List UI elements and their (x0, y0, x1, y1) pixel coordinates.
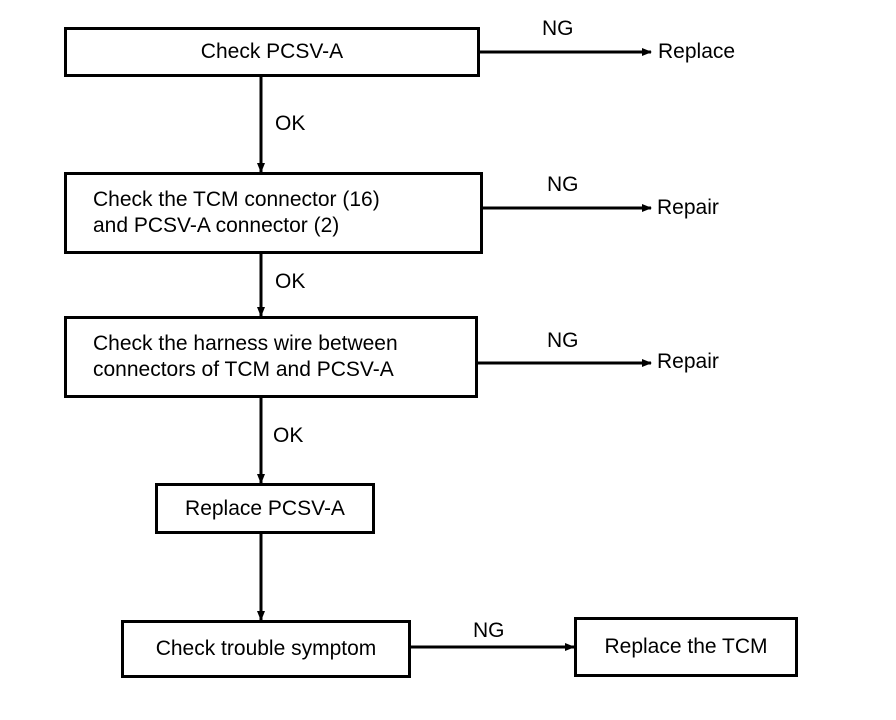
step-check-trouble-symptom: Check trouble symptom (121, 620, 411, 678)
step-check-trouble-symptom-text: Check trouble symptom (155, 637, 377, 660)
step-replace-tcm-text: Replace the TCM (604, 635, 768, 658)
step-check-pcsv-a-text: Check PCSV-A (200, 40, 344, 63)
step-replace-tcm: Replace the TCM (574, 617, 798, 677)
step-check-connectors-line2: and PCSV-A connector (2) (93, 214, 340, 237)
edge-label-ok-2: OK (275, 270, 306, 293)
step-check-harness: Check the harness wire between connector… (64, 316, 478, 398)
edge-label-ok-3: OK (273, 424, 304, 447)
step-check-connectors: Check the TCM connector (16) and PCSV-A … (64, 172, 483, 254)
step-replace-pcsv-a-text: Replace PCSV-A (185, 496, 345, 520)
edge-label-ok-1: OK (275, 112, 306, 135)
edge-label-ng-2: NG (547, 173, 579, 196)
step-check-connectors-line1: Check the TCM connector (16) (93, 188, 380, 211)
edge-label-ng-4: NG (473, 619, 505, 642)
edge-label-ng-1: NG (542, 17, 574, 40)
outcome-replace: Replace (658, 40, 736, 63)
step-replace-pcsv-a: Replace PCSV-A (155, 483, 375, 534)
step-check-harness-line1: Check the harness wire between (93, 332, 398, 355)
step-check-pcsv-a: Check PCSV-A (64, 27, 480, 77)
outcome-repair-1: Repair (657, 196, 719, 219)
outcome-repair-2: Repair (657, 350, 719, 373)
step-check-harness-line2: connectors of TCM and PCSV-A (93, 358, 394, 381)
edge-label-ng-3: NG (547, 329, 579, 352)
